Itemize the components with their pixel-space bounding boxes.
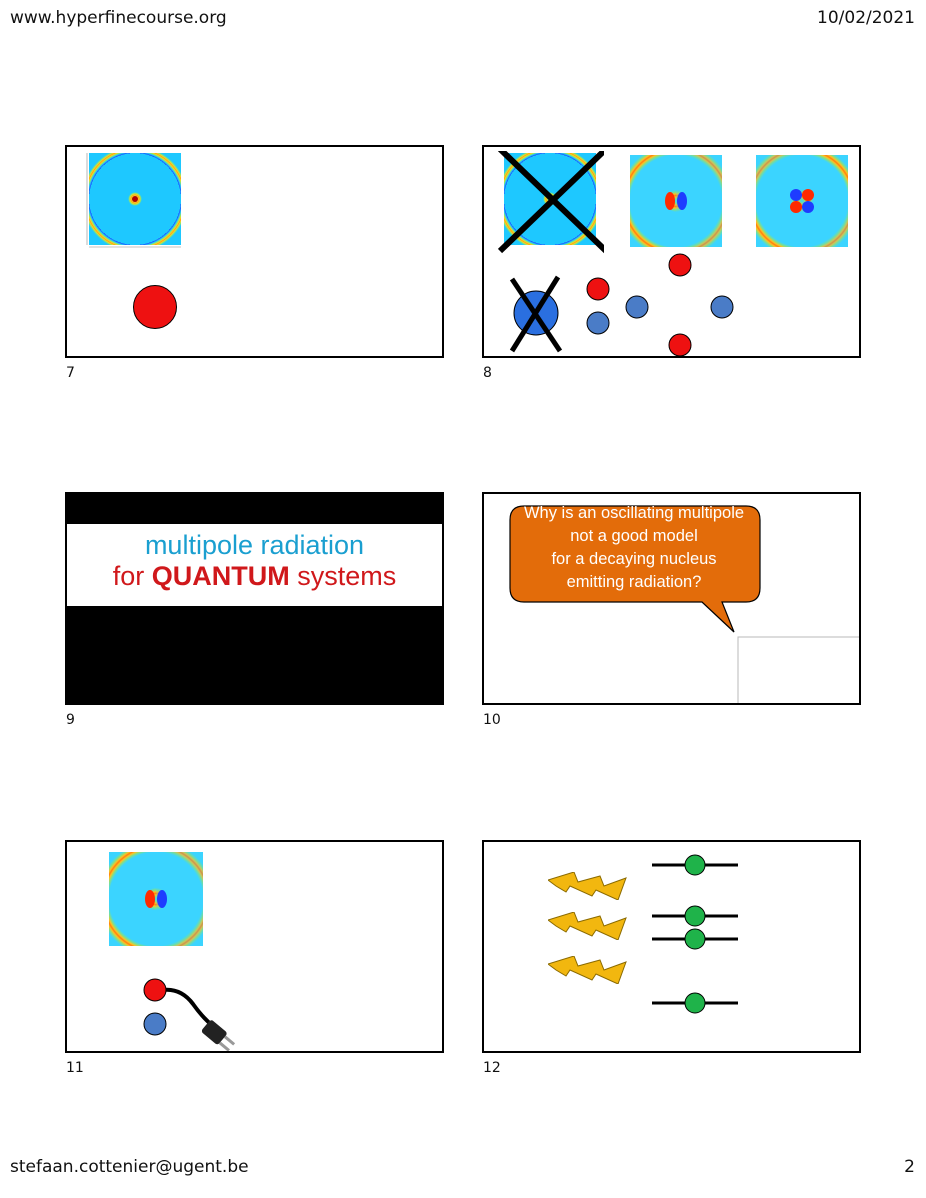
energy-levels bbox=[652, 854, 738, 1014]
slide-number: 11 bbox=[66, 1060, 84, 1076]
header-date: 10/02/2021 bbox=[817, 8, 915, 28]
slide-number: 8 bbox=[483, 365, 492, 381]
footer-email: stefaan.cottenier@ugent.be bbox=[10, 1157, 249, 1177]
dipole-wave-plot bbox=[109, 852, 203, 946]
lightning-bolt-icon bbox=[548, 872, 627, 900]
monopole-wave-plot bbox=[86, 153, 181, 248]
quadrupole-wave-plot bbox=[756, 155, 848, 247]
wave-pattern-icon bbox=[756, 155, 848, 247]
wave-pattern-icon bbox=[109, 852, 203, 946]
title-line-2: for QUANTUM systems bbox=[112, 561, 397, 591]
slide-11[interactable] bbox=[65, 840, 444, 1053]
dipole-wave-plot bbox=[630, 155, 722, 247]
cross-out-icon bbox=[509, 275, 563, 353]
wave-pattern-icon bbox=[630, 155, 722, 247]
slide-number: 10 bbox=[483, 712, 501, 728]
speech-bubble bbox=[509, 505, 859, 703]
slide-number: 12 bbox=[483, 1060, 501, 1076]
monopole-charge-crossed bbox=[509, 275, 563, 353]
slide-9[interactable]: multipole radiation for QUANTUM systems bbox=[65, 492, 444, 705]
slide-number: 9 bbox=[66, 712, 75, 728]
slide-12[interactable] bbox=[482, 840, 861, 1053]
title-line-1: multipole radiation bbox=[144, 530, 365, 560]
header-url: www.hyperfinecourse.org bbox=[10, 8, 227, 28]
slide-8[interactable] bbox=[482, 145, 861, 358]
speech-bubble-text: Why is an oscillating multipole not a go… bbox=[523, 504, 745, 591]
lightning-bolt-icon bbox=[548, 912, 627, 940]
dipole-with-plug bbox=[143, 978, 236, 1051]
slide-10[interactable]: Why is an oscillating multipole not a go… bbox=[482, 492, 861, 705]
slide-title: multipole radiation for QUANTUM systems bbox=[67, 524, 442, 606]
cross-out-icon bbox=[497, 151, 604, 254]
slide-7[interactable] bbox=[65, 145, 444, 358]
monopole-charge bbox=[133, 285, 177, 329]
monopole-wave-plot-crossed bbox=[497, 151, 604, 254]
footer-page-number: 2 bbox=[904, 1157, 915, 1177]
quadrupole-charges bbox=[625, 253, 734, 356]
lightning-bolt-icon bbox=[548, 956, 627, 984]
photon-arrows bbox=[548, 872, 627, 984]
power-plug-icon bbox=[201, 1020, 236, 1051]
dipole-charges bbox=[586, 277, 610, 335]
slide-number: 7 bbox=[66, 365, 75, 381]
